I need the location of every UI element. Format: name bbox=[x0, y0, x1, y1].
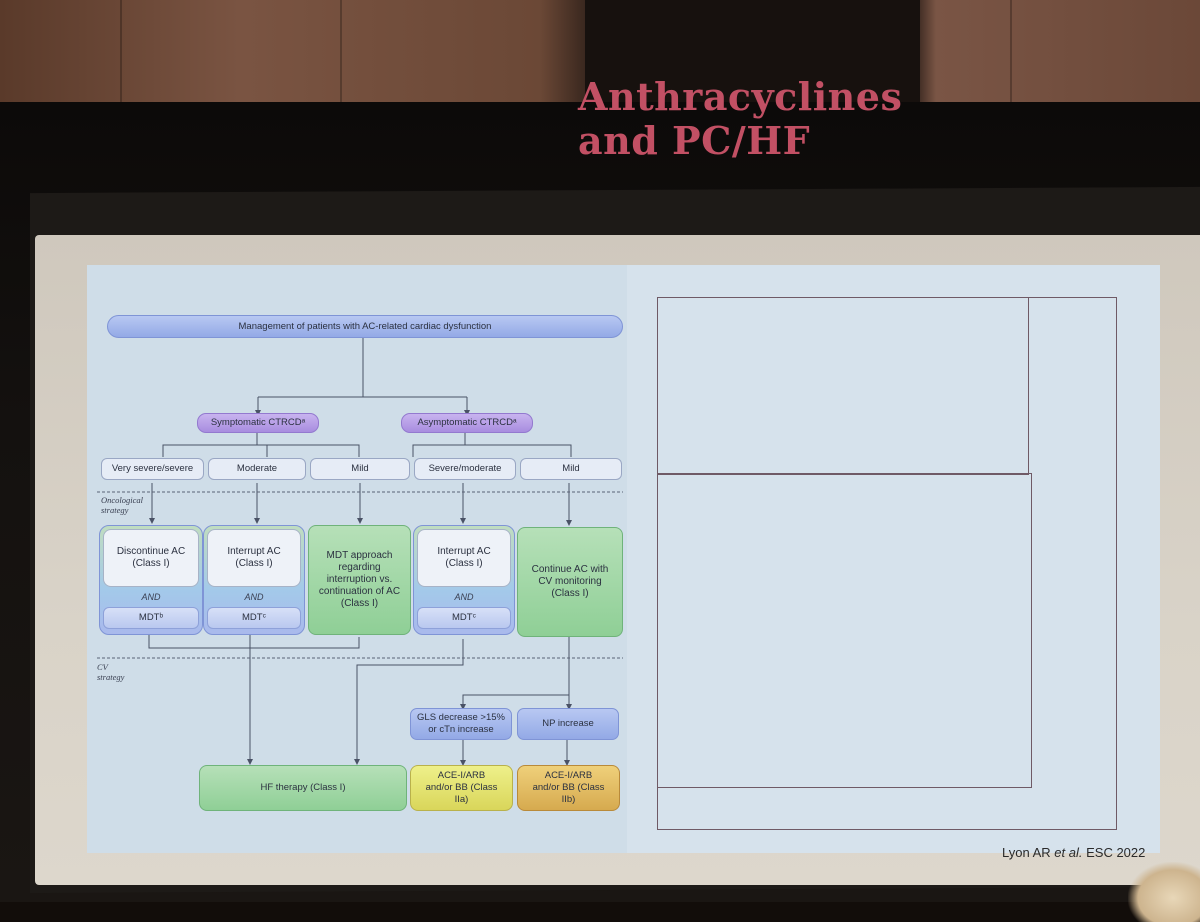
slide-title: Anthracyclines and PC/HF bbox=[578, 74, 903, 163]
np-text: NP increase bbox=[542, 718, 594, 729]
wall-seam bbox=[340, 0, 342, 118]
symptomatic-box: Symptomatic CTRCDᵃ bbox=[197, 413, 319, 433]
severity-text: Moderate bbox=[236, 463, 278, 474]
discontinue-text: Discontinue AC (Class I) bbox=[116, 546, 186, 569]
ace-iia-text: ACE-I/ARB and/or BB (Class IIa) bbox=[425, 770, 498, 805]
severity-box: Very severe/severe bbox=[101, 458, 204, 480]
mdt-approach-text: MDT approach regarding interruption vs. … bbox=[318, 550, 401, 609]
continue-box: Continue AC with CV monitoring (Class I) bbox=[517, 527, 623, 637]
interrupt-box: Interrupt AC (Class I) bbox=[417, 529, 511, 587]
slide-projection: Management of patients with AC-related c… bbox=[87, 265, 1160, 853]
mdt-box: MDTᵇ bbox=[103, 607, 199, 629]
severity-box: Moderate bbox=[208, 458, 306, 480]
header-text: Management of patients with AC-related c… bbox=[238, 320, 492, 332]
title-panel bbox=[627, 265, 1160, 853]
symptomatic-text: Symptomatic CTRCDᵃ bbox=[210, 417, 306, 428]
audience-head bbox=[1128, 862, 1200, 922]
severity-text: Mild bbox=[351, 463, 369, 474]
interrupt-text: Interrupt AC (Class I) bbox=[227, 546, 281, 569]
and-label: AND bbox=[454, 592, 474, 602]
interrupt-text: Interrupt AC (Class I) bbox=[437, 546, 491, 569]
wall-dark-panel bbox=[585, 0, 920, 118]
mdt-box: MDTᶜ bbox=[417, 607, 511, 629]
interrupt-box: Interrupt AC (Class I) bbox=[207, 529, 301, 587]
and-label: AND bbox=[141, 592, 161, 602]
severity-text: Very severe/severe bbox=[111, 463, 194, 474]
ace-iib-box: ACE-I/ARB and/or BB (Class IIb) bbox=[517, 765, 620, 811]
content-frame bbox=[657, 473, 1032, 788]
continue-text: Continue AC with CV monitoring (Class I) bbox=[531, 564, 609, 599]
mdt-text: MDTᶜ bbox=[452, 612, 476, 623]
severity-text: Mild bbox=[562, 463, 580, 474]
title-frame bbox=[657, 297, 1029, 475]
background-wall bbox=[0, 0, 1200, 118]
gls-text: GLS decrease >15% or cTn increase bbox=[417, 712, 505, 735]
cv-strategy-label: CV strategy bbox=[97, 662, 125, 682]
mdt-box: MDTᶜ bbox=[207, 607, 301, 629]
citation-author: Lyon AR bbox=[1002, 845, 1051, 860]
ace-iib-text: ACE-I/ARB and/or BB (Class IIb) bbox=[532, 770, 605, 805]
severity-box: Severe/moderate bbox=[414, 458, 516, 480]
np-box: NP increase bbox=[517, 708, 619, 740]
hf-therapy-box: HF therapy (Class I) bbox=[199, 765, 407, 811]
oncological-strategy-label: Oncological strategy bbox=[101, 495, 144, 515]
flowchart-panel: Management of patients with AC-related c… bbox=[87, 265, 627, 853]
wall-seam bbox=[120, 0, 122, 118]
wall-seam bbox=[1010, 0, 1012, 118]
mdt-text: MDTᵇ bbox=[138, 612, 164, 623]
ace-iia-box: ACE-I/ARB and/or BB (Class IIa) bbox=[410, 765, 513, 811]
mdt-approach-box: MDT approach regarding interruption vs. … bbox=[308, 525, 411, 635]
severity-box: Mild bbox=[520, 458, 622, 480]
and-label: AND bbox=[244, 592, 264, 602]
hf-therapy-text: HF therapy (Class I) bbox=[260, 782, 346, 793]
gls-box: GLS decrease >15% or cTn increase bbox=[410, 708, 512, 740]
severity-box: Mild bbox=[310, 458, 410, 480]
citation: Lyon AR et al. ESC 2022 bbox=[1002, 845, 1145, 860]
mdt-text: MDTᶜ bbox=[242, 612, 266, 623]
citation-etal: et al. bbox=[1054, 845, 1083, 860]
severity-text: Severe/moderate bbox=[428, 463, 502, 474]
header-box: Management of patients with AC-related c… bbox=[107, 315, 623, 338]
citation-source: ESC 2022 bbox=[1086, 845, 1146, 860]
flowchart-connectors bbox=[97, 338, 623, 766]
asymptomatic-text: Asymptomatic CTRCDᵃ bbox=[417, 417, 517, 428]
asymptomatic-box: Asymptomatic CTRCDᵃ bbox=[401, 413, 533, 433]
discontinue-box: Discontinue AC (Class I) bbox=[103, 529, 199, 587]
